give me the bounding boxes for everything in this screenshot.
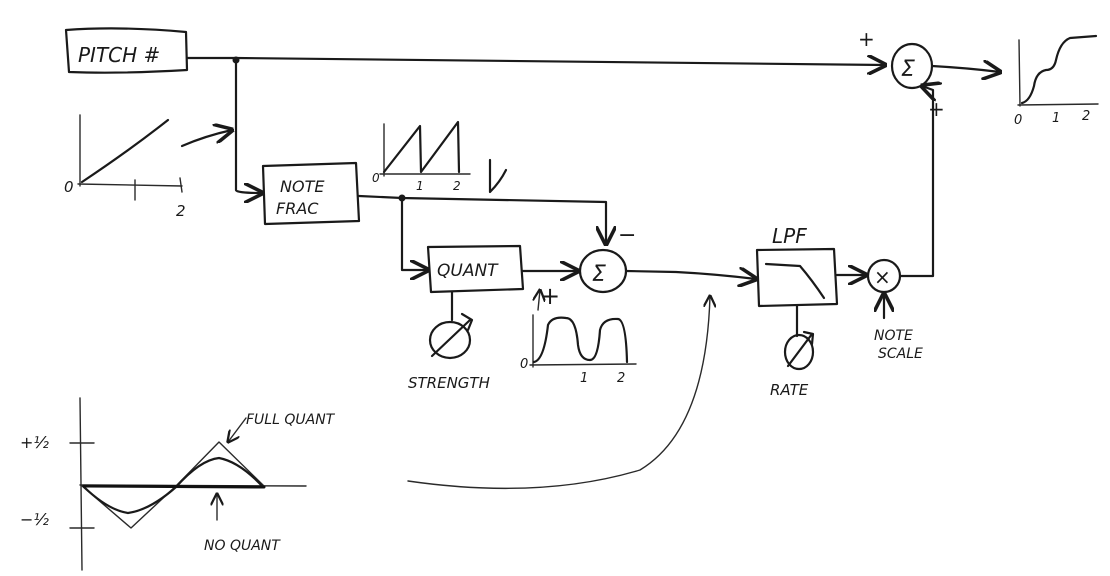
error-plot-pointer-curve <box>407 296 710 490</box>
ramp-input-plot: 0 2 <box>64 114 186 220</box>
note-scale-label-line2: SCALE <box>878 346 923 362</box>
strength-knob[interactable]: STRENGTH <box>408 290 490 392</box>
note-frac-label-line1: NOTE <box>280 177 325 196</box>
lpf-block: LPF <box>755 224 839 308</box>
mid-sum-node: Σ <box>578 248 628 294</box>
mult-to-output-sum-wire <box>898 86 933 278</box>
lpf-label: LPF <box>772 224 807 248</box>
note-frac-block: NOTE FRAC <box>261 161 361 226</box>
pitch-block: PITCH # <box>64 27 189 74</box>
sawtooth-plot: 0 1 2 <box>372 120 471 193</box>
ramp-tick-2-label: 2 <box>176 202 186 220</box>
multiplier-node: × <box>866 258 902 294</box>
sawtooth-pointer-arrow <box>488 158 508 194</box>
pitch-to-notefrac-wire <box>234 58 262 193</box>
notefrac-to-quant-wire <box>400 196 428 270</box>
mid-sum-plus-sign: + <box>540 282 560 310</box>
pulse-tick-2-label: 2 <box>617 371 625 386</box>
no-quant-label: NO QUANT <box>204 538 281 554</box>
quantization-error-plot: +½ −½ FULL QUANT NO QUANT <box>20 397 336 571</box>
full-quant-label: FULL QUANT <box>246 412 336 428</box>
output-sum-out-wire <box>930 66 1000 72</box>
pitch-to-output-sum-wire <box>185 58 885 65</box>
pulse-tick-1-label: 1 <box>580 371 588 386</box>
error-y-bottom-label: −½ <box>20 510 49 529</box>
staircase-plot: 0 1 2 <box>1014 34 1099 128</box>
rate-knob[interactable]: RATE <box>770 304 815 399</box>
notefrac-to-sum-wire <box>357 194 606 244</box>
output-sum-symbol: Σ <box>901 57 915 82</box>
output-sum-node: Σ <box>890 42 934 90</box>
staircase-tick-2-label: 2 <box>1082 109 1090 124</box>
pulse-plot-pointer <box>538 290 540 311</box>
staircase-tick-1-label: 1 <box>1052 111 1060 126</box>
strength-label: STRENGTH <box>408 374 490 392</box>
rate-label: RATE <box>770 381 809 399</box>
error-y-top-label: +½ <box>20 433 49 452</box>
note-frac-label-line2: FRAC <box>276 199 319 218</box>
output-sum-plus-left: + <box>858 27 875 51</box>
ramp-pointer-arrow <box>180 130 232 148</box>
sum-to-lpf-wire <box>624 271 756 279</box>
staircase-tick-0-label: 0 <box>1014 113 1022 128</box>
quant-label: QUANT <box>437 261 499 281</box>
pitch-label: PITCH # <box>78 43 160 67</box>
pulse-plot: 0 1 2 <box>520 314 637 386</box>
pulse-origin-label: 0 <box>520 357 528 372</box>
note-scale-label-line1: NOTE <box>874 328 913 344</box>
multiplier-symbol: × <box>874 265 891 289</box>
sawtooth-tick-1-label: 1 <box>416 179 424 193</box>
mid-sum-minus-sign: − <box>618 223 636 248</box>
quant-block: QUANT <box>426 244 525 294</box>
sawtooth-origin-label: 0 <box>372 171 380 185</box>
sawtooth-tick-2-label: 2 <box>453 179 461 193</box>
output-sum-plus-bottom: + <box>928 97 945 121</box>
ramp-origin-label: 0 <box>64 178 74 196</box>
mid-sum-symbol: Σ <box>592 262 606 287</box>
